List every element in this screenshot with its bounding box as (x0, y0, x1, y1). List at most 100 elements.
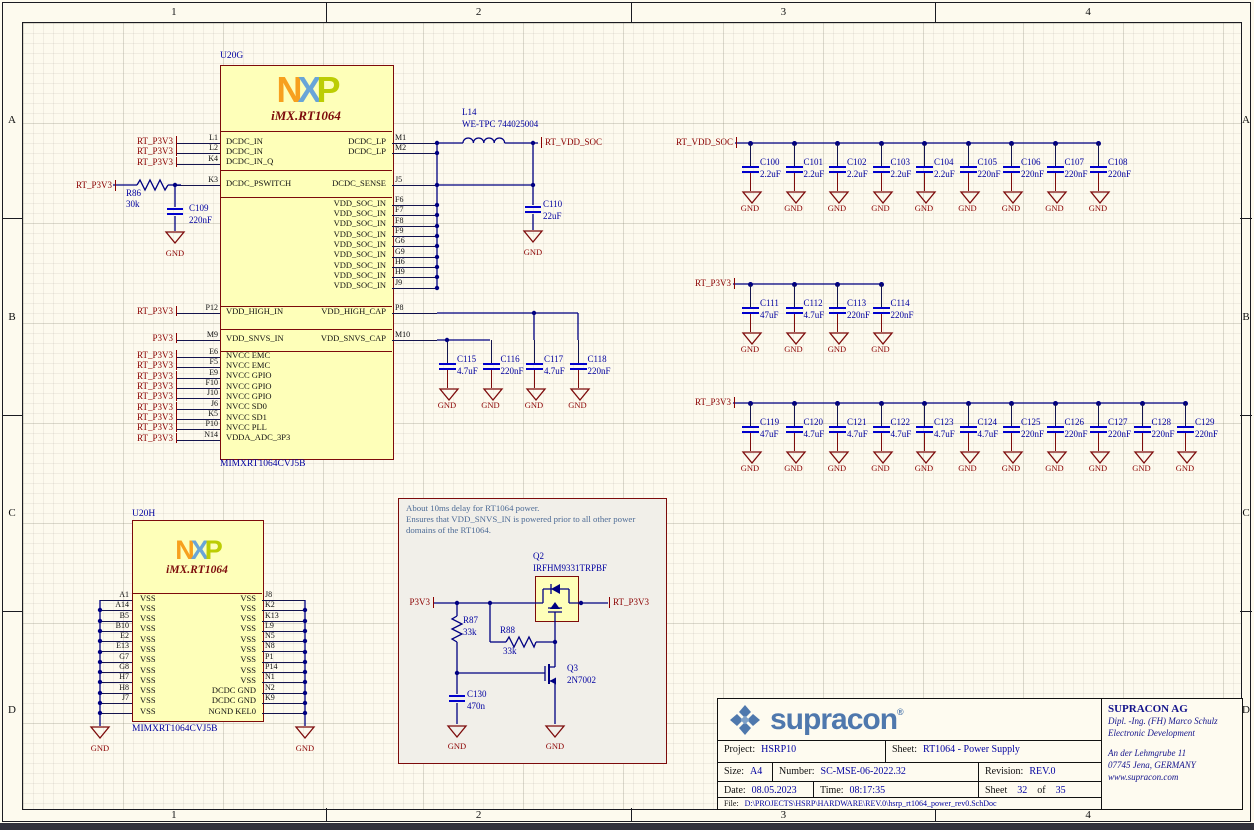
cap-designator: C121 (847, 417, 867, 427)
cap-plate (785, 171, 803, 173)
pin-wire (177, 367, 220, 369)
pin-number: J6 (210, 398, 218, 408)
part-designator: C110 (543, 199, 563, 209)
gnd-symbol (872, 451, 893, 465)
nxp-logo: NXP (175, 537, 223, 564)
nxp-logo: NXP (276, 72, 340, 108)
pin-name: VSS (140, 695, 156, 706)
registered-mark: ® (897, 706, 904, 717)
cap-designator: C115 (457, 354, 477, 364)
power-port-rt-vdd-soc: RT_VDD_SOC (663, 137, 737, 148)
pin-wire (100, 702, 132, 704)
pin-number: F5 (209, 357, 218, 367)
cap-designator: C107 (1064, 157, 1085, 167)
pin-wire (177, 429, 220, 431)
pin-number: L1 (209, 133, 218, 142)
chip-body[interactable] (220, 65, 394, 460)
pin-wire (262, 672, 305, 674)
pin-number: F10 (205, 378, 218, 388)
power-port-rt-vdd-soc: RT_VDD_SOC (541, 137, 602, 148)
pin-wire (100, 672, 132, 674)
gnd-label: GND (437, 400, 457, 410)
cap-value: 47uF (760, 429, 779, 439)
cap-designator: C113 (847, 298, 867, 308)
company-info: SUPRACON AG Dipl. -Ing. (FH) Marco Schul… (1101, 699, 1242, 809)
pin-name: DCDC_LP (348, 135, 386, 146)
gnd-label: GND (740, 344, 760, 354)
canvas-edge (0, 823, 1254, 830)
pin-number: H8 (119, 682, 129, 692)
cap-value: 220nF (890, 310, 914, 320)
zone-label: 2 (325, 808, 631, 822)
chip-part-number: MIMXRT1064CVJ5B (220, 459, 306, 469)
pin-number: M2 (395, 143, 407, 153)
wire (793, 403, 795, 426)
pin-name: VDD_SOC_IN (333, 218, 386, 229)
wire (1185, 433, 1186, 451)
pin-number: J5 (395, 175, 403, 184)
pin-number: J9 (395, 277, 403, 287)
gnd-symbol (785, 191, 806, 205)
pin-wire (392, 277, 437, 279)
company-logo-row: supracon® (718, 699, 1101, 741)
mosfet-q2-body[interactable] (535, 576, 579, 622)
pin-wire (392, 313, 437, 314)
gnd-label: GND (1175, 463, 1195, 473)
pin-name: NVCC GPIO (226, 390, 272, 401)
pin-name: DCDC_LP (348, 145, 386, 156)
cap-designator: C129 (1195, 417, 1215, 427)
pin-name: DCDC_IN (226, 135, 263, 146)
pin-wire (262, 692, 305, 694)
pin-wire (392, 340, 437, 341)
pin-number: B10 (115, 620, 129, 630)
pin-name: VDD_SNVS_IN (226, 332, 284, 343)
gnd-label: GND (740, 463, 760, 473)
pin-wire (177, 185, 220, 186)
cap-designator: C119 (760, 417, 780, 427)
pin-wire (392, 143, 437, 144)
pin-number: G6 (395, 236, 405, 246)
part-designator: R87 (463, 615, 479, 625)
cap-value: 4.7uF (934, 429, 955, 439)
pin-wire (100, 713, 132, 715)
part-designator: R88 (500, 625, 516, 635)
pin-number: N2 (265, 682, 275, 692)
gnd-symbol (741, 191, 763, 205)
gnd-symbol (525, 388, 547, 402)
pin-name: VSS (140, 633, 156, 644)
chip-body[interactable] (132, 520, 264, 722)
wire (880, 403, 882, 426)
pin-name: VSS (240, 674, 256, 685)
zone-label: 2 (325, 2, 631, 22)
pin-name: VDD_HIGH_IN (226, 305, 284, 316)
annotation-box: About 10ms delay for RT1064 power. Ensur… (398, 498, 667, 764)
cap-value: 4.7uF (890, 429, 912, 439)
pin-name: VDD_HIGH_CAP (321, 305, 386, 316)
gnd-symbol (1089, 191, 1111, 205)
cap-designator: C125 (1021, 417, 1041, 427)
gnd-label: GND (740, 203, 760, 213)
